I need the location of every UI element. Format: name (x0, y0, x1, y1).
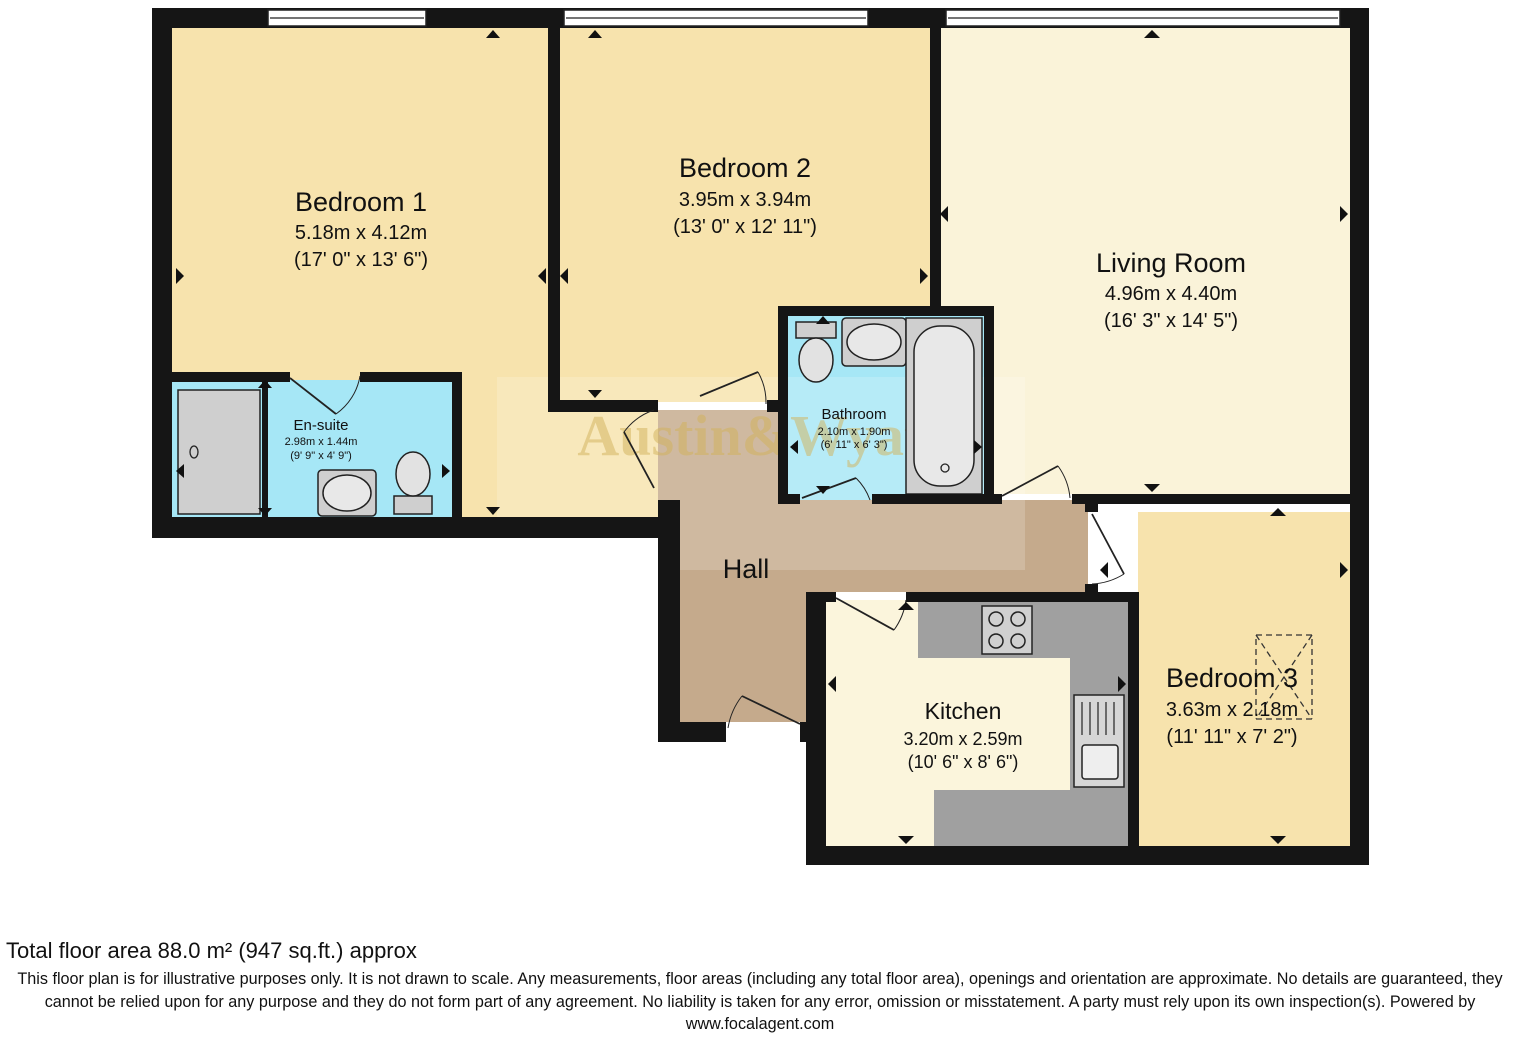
room-name: Bedroom 3 (1166, 663, 1298, 693)
door (289, 375, 361, 415)
room-imperial: (13' 0" x 12' 11") (673, 216, 817, 238)
hob-icon (981, 605, 1033, 655)
room-name: Bathroom (821, 406, 886, 423)
window (945, 9, 1341, 27)
room-metric: 3.63m x 2.18m (1166, 699, 1298, 721)
room-imperial: (16' 3" x 14' 5") (1104, 310, 1238, 332)
room-name: Living Room (1096, 248, 1246, 278)
room-name: Kitchen (925, 698, 1002, 724)
room-name: Bedroom 1 (295, 187, 427, 217)
room-name: En-suite (293, 417, 348, 434)
bedroom3-label: Bedroom 3 3.63m x 2.18m (11' 11" x 7' 2"… (1166, 663, 1298, 748)
bedroom1-label: Bedroom 1 5.18m x 4.12m (17' 0" x 13' 6"… (294, 187, 428, 271)
bedroom3-floor (1138, 512, 1350, 846)
room-metric: 4.96m x 4.40m (1105, 283, 1237, 305)
room-metric: 3.20m x 2.59m (903, 729, 1022, 749)
window (563, 9, 869, 27)
bathroom-toilet-icon (795, 321, 837, 383)
ensuite-label: En-suite 2.98m x 1.44m (9' 9" x 4' 9") (285, 417, 358, 462)
room-metric: 5.18m x 4.12m (295, 222, 427, 244)
bedroom2-label: Bedroom 2 3.95m x 3.94m (13' 0" x 12' 11… (673, 153, 817, 238)
hall-floor (658, 410, 780, 505)
hall-floor-corridor (680, 500, 1088, 592)
door (1091, 513, 1125, 585)
room-imperial: (6' 11" x 6' 3") (821, 439, 888, 451)
room-imperial: (9' 9" x 4' 9") (290, 450, 352, 462)
shower-tray-icon (177, 389, 261, 515)
kitchen-sink-icon (1073, 694, 1125, 788)
kitchen-label: Kitchen 3.20m x 2.59m (10' 6" x 8' 6") (903, 698, 1022, 772)
door (623, 409, 655, 489)
ensuite-basin-icon (317, 469, 377, 517)
room-metric: 2.10m x 1.90m (818, 426, 891, 438)
door (699, 371, 767, 405)
bedroom1-floor-lower (460, 400, 658, 517)
total-floor-area: Total floor area 88.0 m² (947 sq.ft.) ap… (6, 938, 417, 963)
room-imperial: (11' 11" x 7' 2") (1166, 726, 1297, 748)
living-room-label: Living Room 4.96m x 4.40m (16' 3" x 14' … (1096, 248, 1246, 332)
hall-label: Hall (723, 554, 770, 584)
living-room-floor (940, 28, 1350, 494)
bathtub-icon (905, 317, 983, 495)
window (267, 9, 427, 27)
door (727, 695, 801, 729)
disclaimer-text: This floor plan is for illustrative purp… (17, 970, 1503, 1033)
room-imperial: (17' 0" x 13' 6") (294, 249, 428, 271)
floor-plan: Austin&Wyatt (152, 8, 1369, 865)
door (835, 597, 907, 631)
measurement-arrows (176, 30, 1348, 844)
bathroom-basin-icon (841, 317, 907, 367)
room-name: Hall (723, 554, 770, 584)
room-metric: 2.98m x 1.44m (285, 436, 358, 448)
ensuite-toilet-icon (393, 451, 433, 515)
room-name: Bedroom 2 (679, 153, 811, 183)
skylight-icon (1255, 634, 1313, 720)
bathroom-label: Bathroom 2.10m x 1.90m (6' 11" x 6' 3") (818, 406, 891, 451)
door (801, 477, 871, 501)
door (1001, 465, 1071, 499)
hall-floor-lower (680, 590, 818, 722)
room-imperial: (10' 6" x 8' 6") (908, 752, 1019, 772)
room-metric: 3.95m x 3.94m (679, 189, 811, 211)
